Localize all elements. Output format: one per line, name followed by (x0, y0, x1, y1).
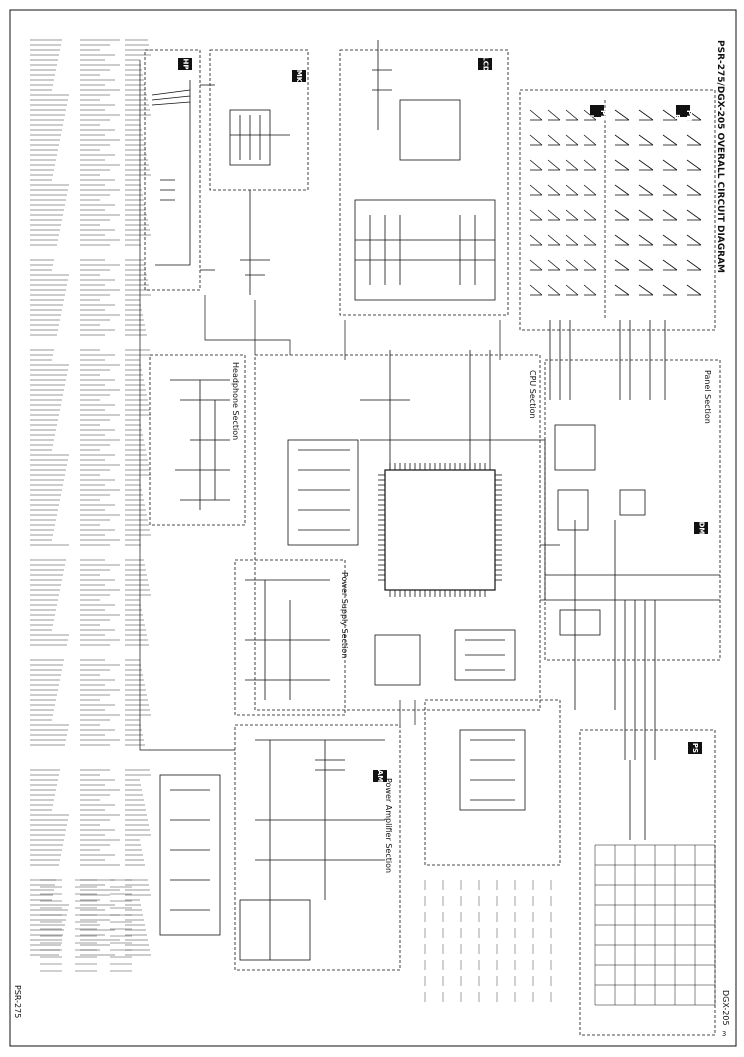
panel-boards (519, 89, 716, 400)
board-tag-mk: MK (292, 70, 306, 82)
notes-area (40, 879, 552, 1002)
board-tag-pn-r: PN-R (673, 105, 693, 124)
routing-wires (139, 60, 600, 751)
board-tag-lcd: LCD (478, 56, 492, 72)
label-headphone: Headphone Section (231, 362, 240, 441)
ac-inlet-section (159, 774, 221, 936)
board-tag-ps: PS (688, 742, 702, 754)
dm-board (544, 359, 721, 760)
footer-left: PSR-275 (13, 985, 22, 1019)
page-title: PSR-275/DGX-205 OVERALL CIRCUIT DIAGRAM (715, 40, 725, 273)
sheet-frame (9, 9, 737, 1047)
board-tag-hp: HP (178, 58, 192, 70)
label-power-amp: Power Amplifier Section (384, 778, 393, 874)
power-amplifier-section (234, 724, 401, 971)
page-number: 3 (722, 1030, 727, 1038)
power-supply-section (234, 559, 421, 716)
board-tag-dm: DM (694, 522, 708, 534)
mk-board (209, 49, 309, 295)
headphone-section (149, 354, 246, 526)
label-power-supply: Power Supply Section (340, 572, 349, 659)
ps-board (579, 729, 716, 1036)
cpu-section (254, 350, 546, 711)
parts-list-left (30, 39, 151, 956)
label-cpu: CPU Section (528, 370, 537, 419)
footer-right: DGX-205 (721, 990, 730, 1026)
board-tag-pn-l: PN-L (587, 105, 607, 124)
label-panel: Panel Section (703, 370, 712, 424)
board-tag-am: AM (373, 770, 387, 782)
hp-board (144, 49, 215, 291)
am-board (424, 699, 561, 866)
lcd-board (339, 40, 509, 316)
